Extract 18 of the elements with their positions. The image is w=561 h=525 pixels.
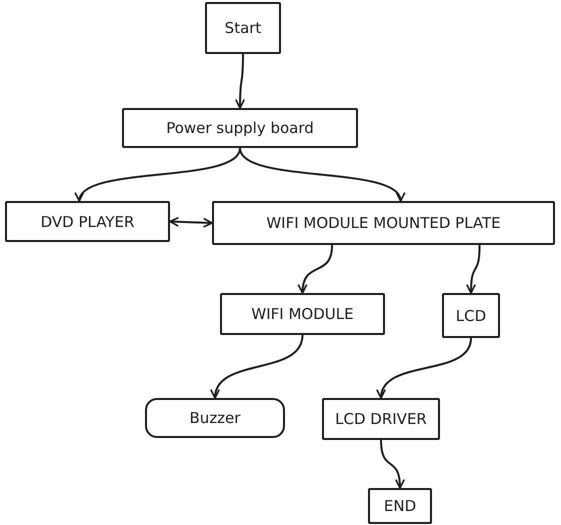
arrow [212,334,304,399]
process-box: Start [205,2,281,54]
arrow [78,148,241,202]
process-box: LCD [442,293,500,338]
arrow [169,216,213,228]
terminal-box: Buzzer [145,398,285,438]
arrow [378,338,472,399]
process-box: LCD DRIVER [322,398,440,440]
process-box: WIFI MODULE [220,293,385,335]
arrow [380,440,405,489]
arrow [235,54,246,109]
process-box: Power supply board [122,108,358,148]
process-box: DVD PLAYER [5,201,170,242]
process-box: WIFI MODULE MOUNTED PLATE [212,201,555,245]
process-box: END [368,488,432,524]
arrow [239,148,402,202]
arrow [466,244,481,294]
arrow [298,244,334,294]
